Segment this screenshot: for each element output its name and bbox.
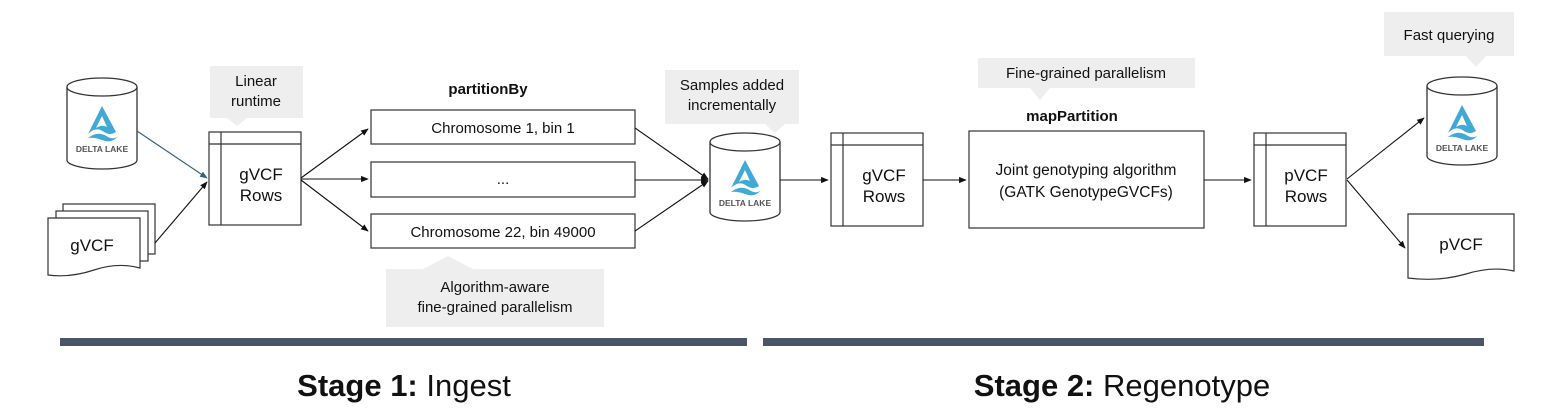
final-delta-lake-cylinder: DELTA LAKE xyxy=(1426,76,1498,166)
svg-text:Fine-grained parallelism: Fine-grained parallelism xyxy=(1006,65,1166,82)
partition-box: ... xyxy=(370,161,636,198)
arrow-pvcf-rows-to-file xyxy=(1346,179,1406,249)
arrow-partition-3-to-delta xyxy=(634,180,709,232)
delta-lake-label: DELTA LAKE xyxy=(1436,143,1489,153)
stage2-bar xyxy=(763,338,1484,346)
svg-text:Chromosome 22, bin 49000: Chromosome 22, bin 49000 xyxy=(410,224,595,241)
joint-genotyping-box: Joint genotyping algorithm (GATK Genotyp… xyxy=(968,130,1205,229)
svg-text:Chromosome 1, bin 1: Chromosome 1, bin 1 xyxy=(431,120,574,137)
svg-text:pVCF: pVCF xyxy=(1439,235,1482,254)
callout-fine-grained: Fine-grained parallelism xyxy=(978,58,1195,100)
arrow-pvcf-rows-to-delta xyxy=(1346,117,1425,180)
callout-samples-added: Samples added incrementally xyxy=(665,70,799,133)
svg-text:(GATK GenotypeGVCFs): (GATK GenotypeGVCFs) xyxy=(999,184,1173,201)
callout-fast-querying: Fast querying xyxy=(1384,12,1514,67)
gvcf-rows-table-stage2: gVCF Rows xyxy=(830,132,924,227)
gvcf-rows-table: gVCF Rows xyxy=(208,131,302,226)
map-partition-header: mapPartition xyxy=(1026,108,1118,125)
pvcf-rows-table: pVCF Rows xyxy=(1253,132,1347,227)
arrow-delta-to-rows xyxy=(136,130,208,179)
svg-text:Samples added: Samples added xyxy=(680,77,784,94)
stage1-bar xyxy=(60,338,747,346)
svg-text:Algorithm-aware: Algorithm-aware xyxy=(440,279,549,296)
stage1-title: Stage 1: Ingest xyxy=(297,368,511,403)
gvcf-file-label: gVCF xyxy=(70,236,113,255)
svg-text:gVCF: gVCF xyxy=(239,165,282,184)
svg-text:Rows: Rows xyxy=(240,186,283,205)
input-gvcf-files: gVCF xyxy=(47,203,156,277)
arrow-gvcf-to-rows xyxy=(154,181,208,244)
callout-linear-runtime: Linear runtime xyxy=(210,66,303,126)
partition-box: Chromosome 1, bin 1 xyxy=(370,109,636,145)
stage2-title: Stage 2: Regenotype xyxy=(973,368,1271,403)
svg-text:Joint genotyping algorithm: Joint genotyping algorithm xyxy=(996,162,1177,179)
partition-box: Chromosome 22, bin 49000 xyxy=(370,213,636,249)
svg-text:Linear: Linear xyxy=(235,73,277,90)
svg-text:incrementally: incrementally xyxy=(688,97,777,114)
svg-text:Rows: Rows xyxy=(1285,187,1328,206)
svg-text:fine-grained parallelism: fine-grained parallelism xyxy=(417,299,572,316)
arrow-rows-to-partition-1 xyxy=(300,128,369,179)
svg-text:Rows: Rows xyxy=(863,187,906,206)
partition-by-header: partitionBy xyxy=(448,81,528,98)
callout-algorithm-aware: Algorithm-aware fine-grained parallelism xyxy=(386,256,604,327)
delta-lake-label: DELTA LAKE xyxy=(76,144,129,154)
svg-text:...: ... xyxy=(497,171,510,188)
output-delta-lake-cylinder: DELTA LAKE xyxy=(709,132,781,222)
svg-text:runtime: runtime xyxy=(231,93,281,110)
svg-text:Fast querying: Fast querying xyxy=(1404,27,1495,44)
svg-text:pVCF: pVCF xyxy=(1284,166,1327,185)
svg-text:gVCF: gVCF xyxy=(862,166,905,185)
delta-lake-label: DELTA LAKE xyxy=(719,198,772,208)
pvcf-file: pVCF xyxy=(1407,213,1515,280)
arrow-rows-to-partition-3 xyxy=(300,179,369,232)
input-delta-lake-cylinder: DELTA LAKE xyxy=(66,77,138,170)
arrow-partition-1-to-delta xyxy=(634,127,709,180)
